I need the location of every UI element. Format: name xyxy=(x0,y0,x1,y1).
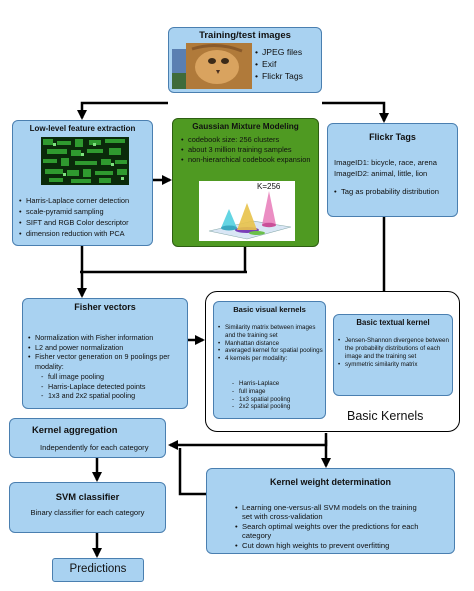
k-label: K=256 xyxy=(257,182,281,191)
flickr-items-list: Tag as probability distribution xyxy=(334,186,439,197)
list-item: Search optimal weights over the predicti… xyxy=(235,522,427,541)
list-item: Similarity matrix between images and the… xyxy=(218,324,324,340)
list-item: Learning one-versus-all SVM models on th… xyxy=(235,503,427,522)
kernel-weight-box: Kernel weight determination Learning one… xyxy=(206,468,455,554)
basic-textual-kernel-title: Basic textual kernel xyxy=(356,318,430,327)
list-item: 1x3 spatial pooling xyxy=(232,396,290,404)
kernel-aggregation-title: Kernel aggregation xyxy=(32,424,118,435)
list-item: 1x3 and 2x2 spatial pooling xyxy=(41,391,145,401)
list-item: Harris-Laplace detected points xyxy=(41,382,145,392)
arrow-training-to-flickr xyxy=(322,101,389,123)
list-item: L2 and power normalization xyxy=(28,343,186,353)
fisher-vectors-title: Fisher vectors xyxy=(74,302,136,312)
feature-heatmap-image xyxy=(41,137,129,185)
gmm-box: Gaussian Mixture Modeling codebook size:… xyxy=(172,118,319,247)
training-images-title: Training/test images xyxy=(199,30,291,41)
fisher-sub-list: full image pooling Harris-Laplace detect… xyxy=(33,372,145,401)
list-item: Jensen-Shannon divergence between the pr… xyxy=(338,337,451,361)
svm-classifier-title: SVM classifier xyxy=(55,491,120,502)
lowlevel-items-list: Harris-Laplace corner detection scale-py… xyxy=(19,195,151,239)
list-item: dimension reduction with PCA xyxy=(19,228,151,239)
kernel-aggregation-box: Kernel aggregation Independently for eac… xyxy=(9,418,166,458)
lowlevel-feature-title: Low-level feature extraction xyxy=(29,124,136,133)
image-tags-line: ImageID2: animal, little, lion xyxy=(334,169,428,178)
list-item: Flickr Tags xyxy=(255,70,303,82)
sample-image-thumbnails xyxy=(172,43,252,89)
list-item: Fisher vector generation on 9 poolings p… xyxy=(28,352,186,371)
gmm-items-list: codebook size: 256 clusters about 3 mill… xyxy=(181,135,317,165)
list-item: Cut down high weights to prevent overfit… xyxy=(235,541,427,551)
list-item: Harris-Laplace corner detection xyxy=(19,195,151,206)
weight-items-list: Learning one-versus-all SVM models on th… xyxy=(235,503,427,550)
list-item: Manhattan distance xyxy=(218,340,324,348)
list-item: full image pooling xyxy=(41,372,145,382)
gaussian-surface-icon xyxy=(208,191,292,240)
svm-classifier-text: Binary classifier for each category xyxy=(30,508,145,517)
list-item: full image xyxy=(232,388,290,396)
list-item: SIFT and RGB Color descriptor xyxy=(19,217,151,228)
list-item: Tag as probability distribution xyxy=(334,186,439,197)
arrow-training-to-lowlevel xyxy=(77,101,168,120)
basic-visual-kernels-box: Basic visual kernels Similarity matrix b… xyxy=(213,301,326,419)
list-item: Harris-Laplace xyxy=(232,380,290,388)
list-item: symmetric similarity matrix xyxy=(338,361,451,369)
gmm-3d-plot: K=256 xyxy=(199,181,295,241)
list-item: 4 kernels per modality: xyxy=(218,355,324,363)
kernel-aggregation-text: Independently for each category xyxy=(40,443,149,452)
flickr-image-tags: ImageID1: bicycle, race, arena ImageID2:… xyxy=(334,157,437,179)
svm-classifier-box: SVM classifier Binary classifier for eac… xyxy=(9,482,166,533)
fisher-vectors-box: Fisher vectors Normalization with Fisher… xyxy=(22,298,188,409)
training-images-box: Training/test images JPEG files Exif Fli… xyxy=(168,27,322,93)
predictions-box: Predictions xyxy=(52,558,144,582)
image-tags-line: ImageID1: bicycle, race, arena xyxy=(334,158,437,167)
basic-visual-kernels-title: Basic visual kernels xyxy=(233,305,306,314)
list-item: non-hierarchical codebook expansion xyxy=(181,155,317,165)
flickr-tags-title: Flickr Tags xyxy=(369,132,416,142)
visual-sub-list: Harris-Laplace full image 1x3 spatial po… xyxy=(224,380,290,411)
gmm-title: Gaussian Mixture Modeling xyxy=(192,122,299,131)
list-item: Normalization with Fisher information xyxy=(28,333,186,343)
list-item: 2x2 spatial pooling xyxy=(232,403,290,411)
basic-kernels-label: Basic Kernels xyxy=(347,409,424,423)
list-item: JPEG files xyxy=(255,46,303,58)
flickr-tags-box: Flickr Tags ImageID1: bicycle, race, are… xyxy=(327,123,458,217)
visual-items-list: Similarity matrix between images and the… xyxy=(218,324,324,363)
textual-items-list: Jensen-Shannon divergence between the pr… xyxy=(338,337,451,369)
line-weight-to-aggregation xyxy=(178,448,206,496)
lowlevel-feature-box: Low-level feature extraction Harris-Lapl… xyxy=(12,120,153,246)
list-item: averaged kernel for spatial poolings xyxy=(218,347,324,355)
list-item: scale-pyramid sampling xyxy=(19,206,151,217)
training-items-list: JPEG files Exif Flickr Tags xyxy=(255,46,303,82)
arrow-basic-to-aggregation xyxy=(168,433,328,450)
list-item: Exif xyxy=(255,58,303,70)
kernel-weight-title: Kernel weight determination xyxy=(269,477,392,487)
predictions-label: Predictions xyxy=(69,563,127,575)
list-item: about 3 million training samples xyxy=(181,145,317,155)
fisher-items-list: Normalization with Fisher information L2… xyxy=(28,333,186,371)
list-item: codebook size: 256 clusters xyxy=(181,135,317,145)
basic-textual-kernel-box: Basic textual kernel Jensen-Shannon dive… xyxy=(333,314,453,396)
